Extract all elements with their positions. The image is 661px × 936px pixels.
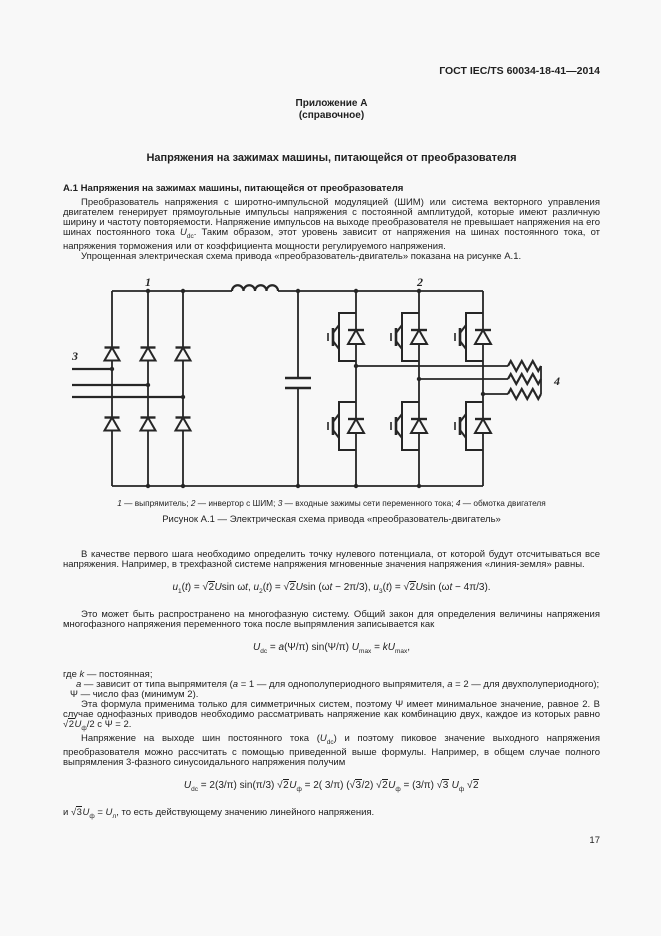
ac-input-lines bbox=[72, 366, 186, 400]
appendix-block: Приложение А (справочное) bbox=[63, 98, 600, 121]
paragraph-line-voltage-note: и √3Uф = Uл, то есть действующему значен… bbox=[63, 805, 375, 820]
formula-phase-voltages: u1(t) = √2Usin ωt, u2(t) = √2Usin (ωt − … bbox=[172, 580, 491, 595]
page-content: ГОСТ IEC/TS 60034-18-41—2014 Приложение … bbox=[63, 65, 600, 846]
where-list: где k — постоянная; a — зависит от типа … bbox=[63, 668, 600, 700]
section-a1-heading: А.1 Напряжения на зажимах машины, питающ… bbox=[63, 183, 404, 194]
figure-caption: Рисунок А.1 — Электрическая схема привод… bbox=[162, 513, 501, 525]
circuit-schematic-image: 1 2 3 4 bbox=[71, 275, 560, 489]
paragraph-zero-potential: В качестве первого шага необходимо опред… bbox=[63, 548, 600, 570]
figure-ref-1-rectifier: 1 bbox=[145, 275, 151, 289]
junction-dots bbox=[145, 288, 422, 489]
rectifier-bridge bbox=[103, 290, 192, 486]
pwm-inverter bbox=[326, 290, 493, 486]
paragraph-converter-description: Преобразователь напряжения с широтно-имп… bbox=[63, 197, 600, 252]
dc-link-inductor bbox=[230, 284, 280, 292]
paragraph-symmetric-systems: Эта формула применима только для симметр… bbox=[63, 698, 600, 732]
figure-a1: 1 2 3 4 1 — выпрямитель; 2 — инвертор с … bbox=[63, 274, 600, 525]
paragraph-figure-reference: Упрощенная электрическая схема привода «… bbox=[81, 250, 522, 262]
where-item-psi: Ψ — число фаз (минимум 2). bbox=[70, 688, 199, 700]
appendix-title: Напряжения на зажимах машины, питающейся… bbox=[146, 152, 517, 164]
dc-link-capacitor bbox=[285, 290, 311, 486]
standard-number-header: ГОСТ IEC/TS 60034-18-41—2014 bbox=[439, 65, 600, 77]
paragraph-multiphase-law: Это может быть распространено на многофа… bbox=[63, 608, 600, 630]
figure-ref-3-ac-terminals: 3 bbox=[71, 349, 78, 363]
where-item-k: где k — постоянная; bbox=[63, 668, 153, 680]
page-number: 17 bbox=[589, 834, 600, 846]
paragraph-dc-bus-output: Напряжение на выходе шин постоянного ток… bbox=[63, 732, 600, 768]
figure-ref-4-winding: 4 bbox=[553, 374, 560, 388]
where-item-a: a — зависит от типа выпрямителя (a = 1 —… bbox=[76, 678, 600, 690]
appendix-kind: (справочное) bbox=[298, 109, 365, 121]
formula-udc-general: Udc = a(Ψ/π) sin(Ψ/π) Umax = kUmax, bbox=[252, 641, 411, 655]
appendix-label: Приложение А bbox=[295, 98, 368, 109]
figure-ref-2-inverter: 2 bbox=[416, 275, 423, 289]
formula-udc-example: Udc = 2(3/π) sin(π/3) √2Uф = 2( 3/π) (√3… bbox=[183, 778, 480, 793]
figure-legend: 1 — выпрямитель; 2 — инвертор с ШИМ; 3 —… bbox=[117, 497, 546, 508]
motor-winding bbox=[353, 359, 543, 400]
